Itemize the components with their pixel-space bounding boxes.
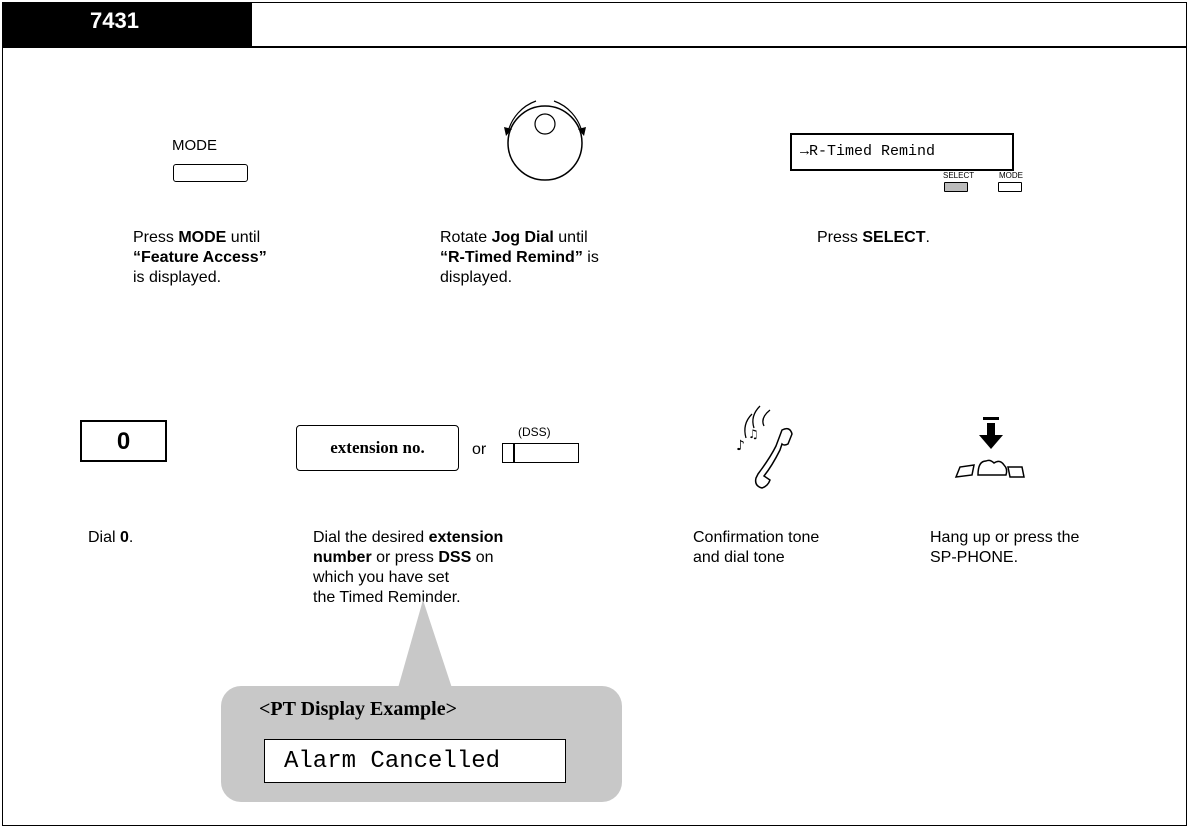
dss-button[interactable]	[502, 443, 579, 463]
or-label: or	[472, 441, 487, 458]
callout-pointer	[398, 600, 452, 688]
callout-lcd: Alarm Cancelled	[264, 739, 566, 783]
step-dial-instruction: Dial 0.	[88, 529, 134, 546]
hang-up-icon[interactable]	[950, 415, 1030, 485]
step-select-instruction: Press SELECT.	[817, 229, 930, 246]
dial-0-key[interactable]: 0	[80, 420, 167, 462]
step-jog-dial: Rotate Jog Dial until “R-Timed Remind” i…	[440, 96, 700, 316]
extension-number-box[interactable]: extension no.	[296, 425, 459, 471]
step-extension-instruction: Dial the desired extension number or pre…	[313, 529, 504, 606]
mode-key-label: MODE	[172, 137, 217, 154]
header-rule	[252, 46, 1187, 48]
svg-text:♫: ♫	[748, 427, 759, 441]
handset-tone-icon: ♪ ♫	[736, 405, 793, 489]
svg-text:♪: ♪	[736, 438, 745, 454]
feature-number-tab: 7431	[2, 2, 252, 48]
step-select: →R-Timed Remind SELECT MODE Press SELECT…	[790, 133, 1090, 283]
mode-small-button[interactable]	[998, 182, 1022, 192]
mode-small-key-label: MODE	[999, 171, 1023, 180]
jog-dial-icon[interactable]	[500, 96, 600, 196]
pt-display-callout: <PT Display Example> Alarm Cancelled	[221, 686, 622, 802]
step-hangup-instruction: Hang up or press the SP-PHONE.	[930, 529, 1080, 566]
step-jog-instruction: Rotate Jog Dial until “R-Timed Remind” i…	[440, 229, 599, 286]
step-mode: MODE Press MODE until “Feature Access” i…	[130, 136, 390, 306]
mode-button[interactable]	[173, 164, 248, 182]
step-tone-instruction: Confirmation tone and dial tone	[693, 529, 820, 566]
select-key-label: SELECT	[943, 171, 975, 180]
lcd-display: →R-Timed Remind	[790, 133, 1014, 171]
feature-number: 7431	[90, 8, 139, 33]
select-button[interactable]	[944, 182, 968, 192]
step-mode-instruction: Press MODE until “Feature Access” is dis…	[133, 229, 267, 286]
dss-key-label: (DSS)	[518, 425, 551, 439]
callout-title: <PT Display Example>	[259, 698, 458, 720]
